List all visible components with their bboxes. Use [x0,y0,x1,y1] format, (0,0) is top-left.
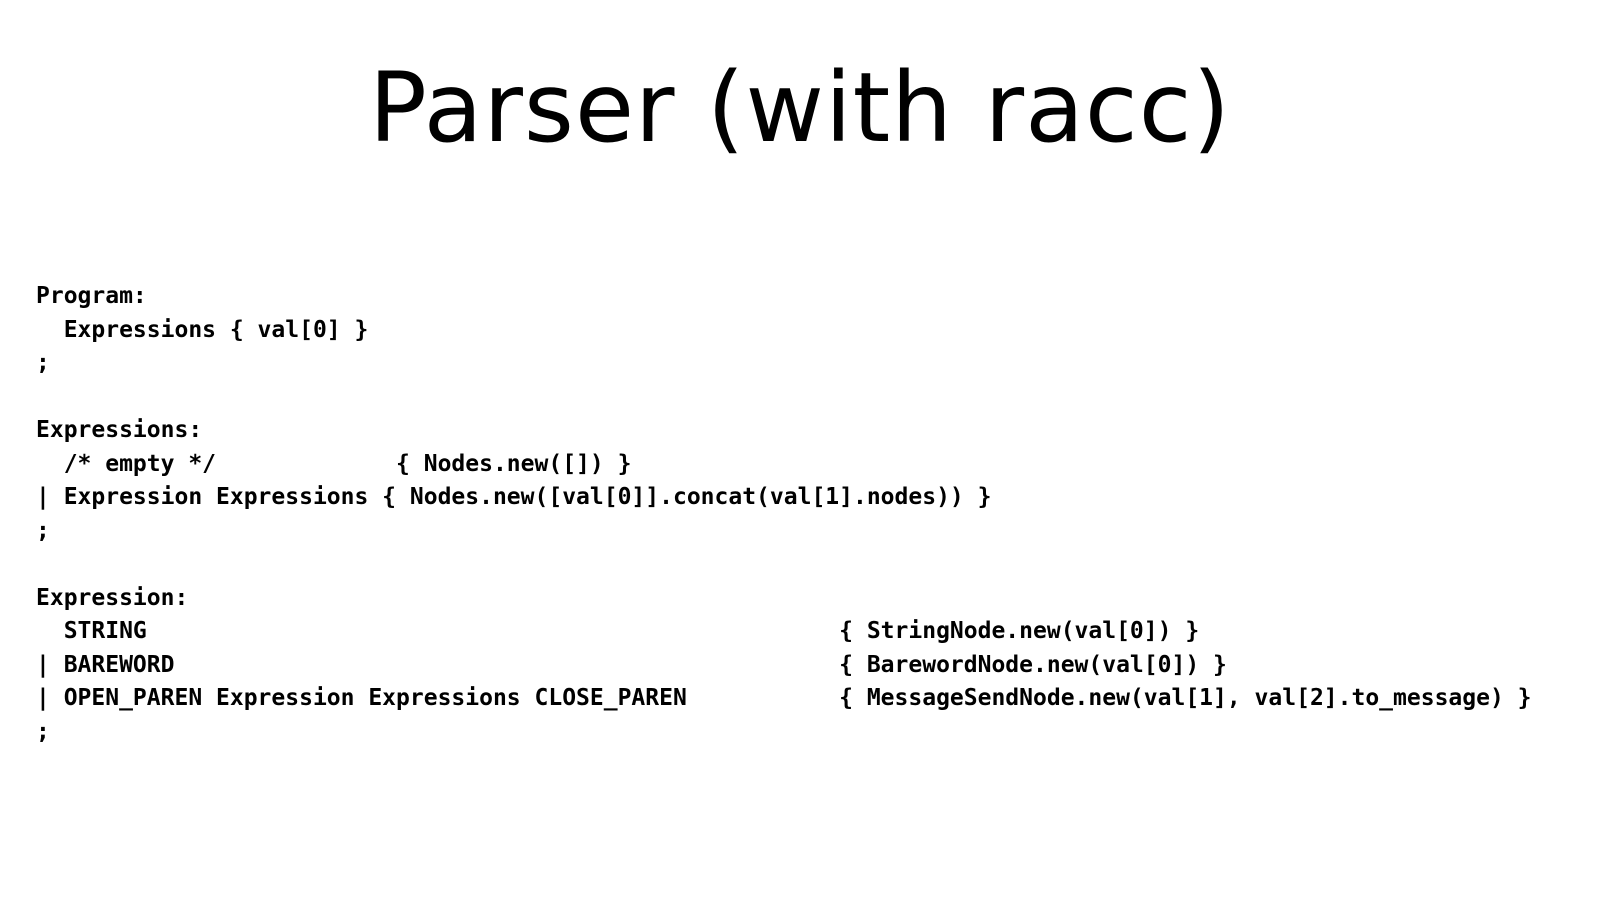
code-line: ; [36,517,50,544]
code-line: Expressions: [36,417,203,443]
code-line [36,548,1532,582]
code-block: Program: Expressions { val[0] }; Expressi… [36,280,1532,749]
code-line: STRING { StringNode.new(val[0]) } [36,618,1200,644]
code-line: /* empty */ { Nodes.new([]) } [36,450,632,477]
code-line: | Expression Expressions { Nodes.new([va… [36,484,992,510]
code-line: Expressions { val[0] } [36,316,369,343]
code-line: | OPEN_PAREN Expression Expressions CLOS… [36,685,1532,711]
code-line: ; [36,350,50,376]
code-line [36,381,1532,415]
code-line: Program: [36,283,147,309]
code-line: | BAREWORD { BarewordNode.new(val[0]) } [36,651,1227,678]
code-line: ; [36,718,50,745]
code-line: Expression: [36,584,189,611]
slide-title: Parser (with racc) [369,52,1231,164]
